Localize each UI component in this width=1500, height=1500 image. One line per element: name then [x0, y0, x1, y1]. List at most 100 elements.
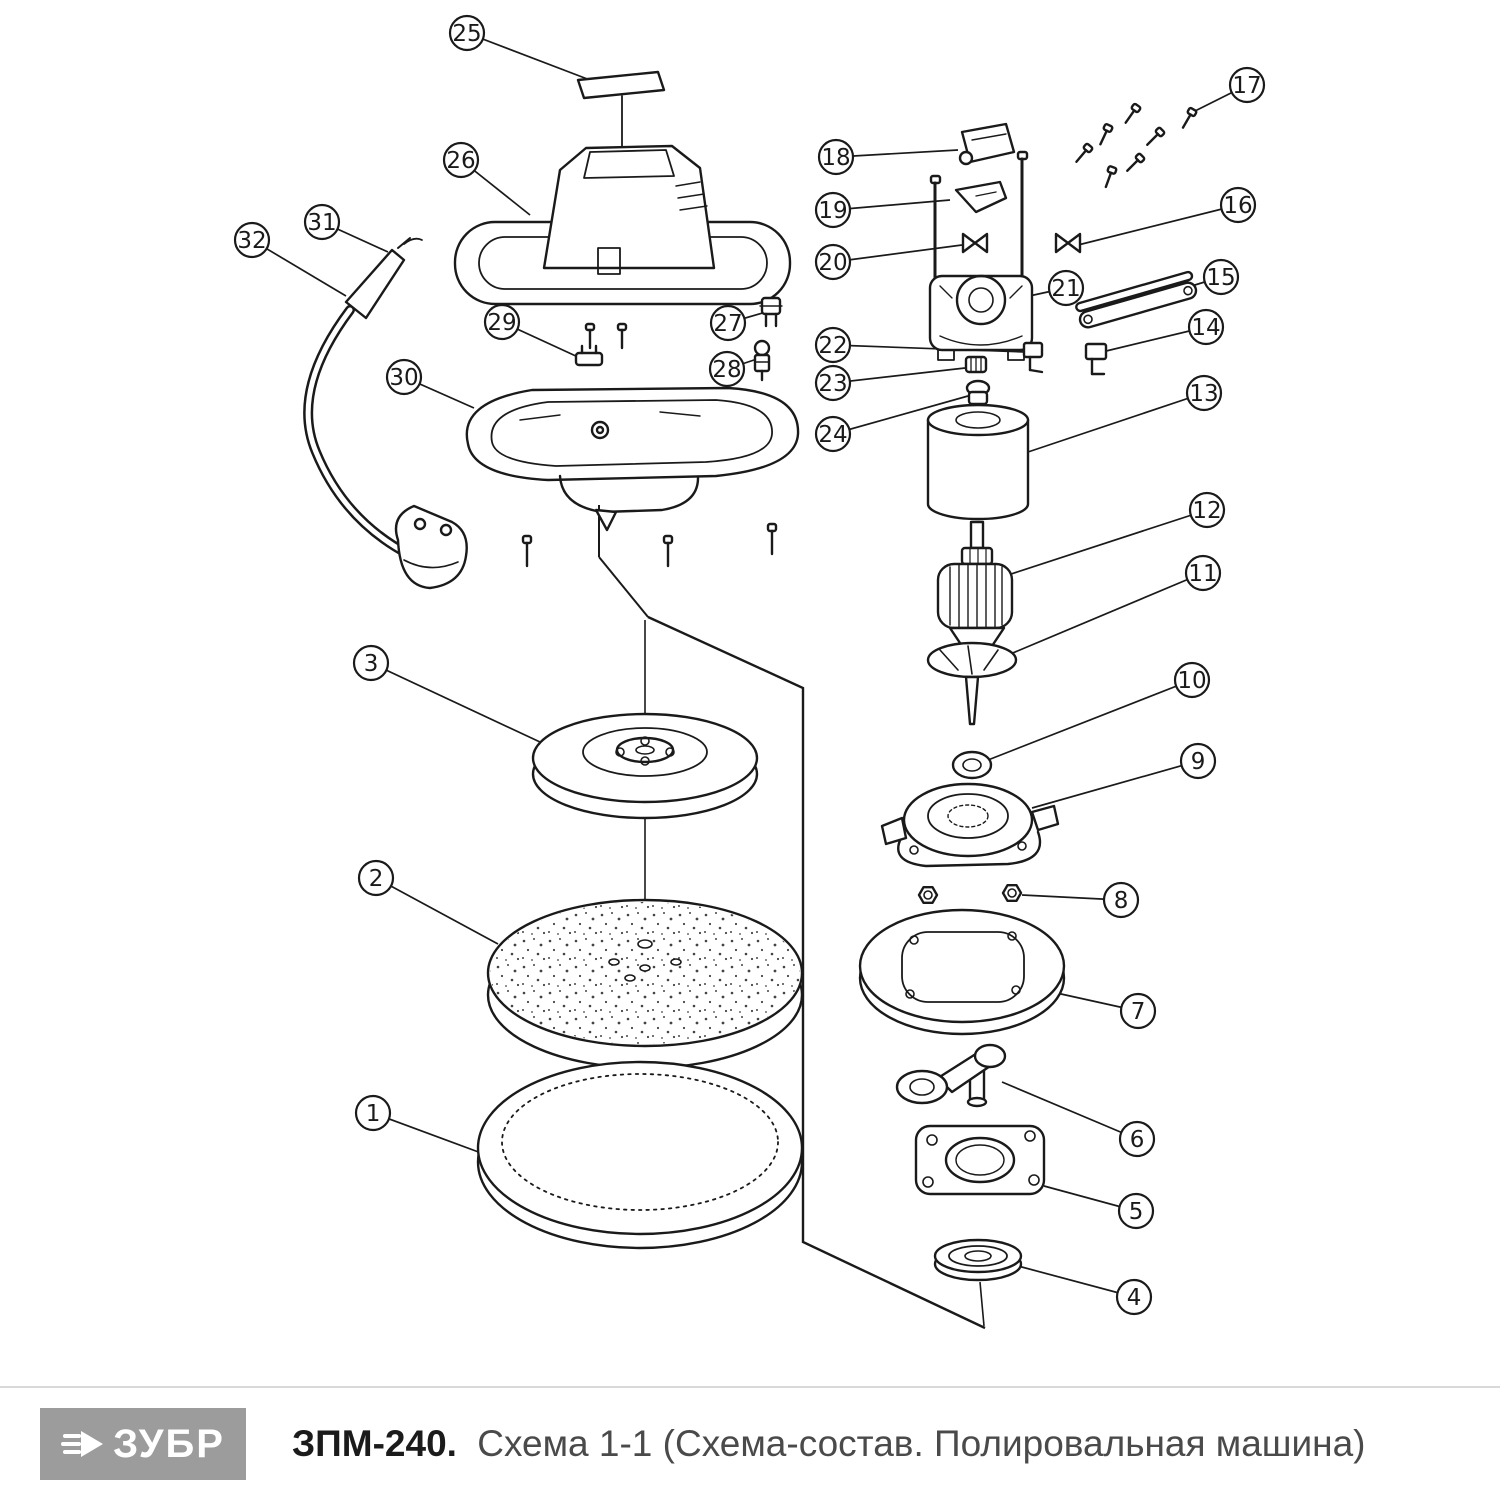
svg-text:29: 29 [487, 310, 516, 336]
svg-text:14: 14 [1191, 315, 1220, 341]
svg-text:28: 28 [712, 357, 741, 383]
callout-17: 17 [1228, 66, 1266, 104]
callout-18: 18 [817, 138, 855, 176]
callout-3: 3 [352, 644, 390, 682]
callout-21: 21 [1047, 269, 1085, 307]
part-lower-bearing [933, 1238, 1023, 1282]
part-clamp-lever [895, 1043, 1007, 1108]
brand-logo: ЗУБР [40, 1408, 246, 1480]
part-fan [926, 641, 1018, 726]
svg-text:27: 27 [713, 311, 742, 337]
callout-9: 9 [1179, 742, 1217, 780]
svg-text:8: 8 [1114, 888, 1129, 914]
callout-15: 15 [1202, 258, 1240, 296]
callout-22: 22 [814, 326, 852, 364]
svg-text:7: 7 [1131, 999, 1146, 1025]
callout-2: 2 [357, 859, 395, 897]
callout-28: 28 [708, 350, 746, 388]
part-latch-clip [574, 344, 604, 367]
part-polishing-pad [486, 898, 804, 1070]
svg-text:16: 16 [1223, 193, 1252, 219]
callouts: 1 2 3 4 5 6 7 8 9 10 11 12 13 14 15 16 1… [233, 14, 1266, 1316]
part-screw-set [1075, 102, 1198, 189]
svg-text:22: 22 [818, 333, 847, 359]
part-armature [936, 520, 1014, 648]
callout-32: 32 [233, 221, 271, 259]
model-number: ЗПМ-240. [292, 1423, 457, 1464]
callout-26: 26 [442, 141, 480, 179]
part-carbon-brush [964, 355, 988, 374]
svg-text:20: 20 [818, 250, 847, 276]
svg-text:5: 5 [1129, 1199, 1144, 1225]
callout-31: 31 [303, 203, 341, 241]
part-housing-screws [521, 522, 778, 568]
callout-25: 25 [448, 14, 486, 52]
svg-text:13: 13 [1189, 381, 1218, 407]
part-brush-holder [1075, 270, 1198, 329]
part-top-cover [453, 144, 792, 306]
part-flange-plate [914, 1124, 1046, 1196]
svg-text:30: 30 [389, 365, 418, 391]
callout-1: 1 [354, 1094, 392, 1132]
callout-24: 24 [814, 415, 852, 453]
svg-text:26: 26 [446, 148, 475, 174]
svg-text:3: 3 [364, 651, 379, 677]
part-motor-housing [926, 403, 1030, 521]
callout-10: 10 [1173, 661, 1211, 699]
callout-30: 30 [385, 358, 423, 396]
callout-7: 7 [1119, 992, 1157, 1030]
callout-27: 27 [709, 304, 747, 342]
svg-text:11: 11 [1188, 561, 1217, 587]
callout-19: 19 [814, 191, 852, 229]
svg-text:10: 10 [1177, 668, 1206, 694]
svg-text:4: 4 [1127, 1285, 1142, 1311]
callout-16: 16 [1219, 186, 1257, 224]
brand-arrow-icon [61, 1431, 104, 1457]
part-power-cord [303, 237, 423, 559]
part-terminal-clip-right [1084, 342, 1108, 376]
svg-text:9: 9 [1191, 749, 1206, 775]
part-stator [928, 274, 1034, 361]
exploded-diagram: 1 2 3 4 5 6 7 8 9 10 11 12 13 14 15 16 1… [233, 14, 1266, 1330]
svg-text:25: 25 [452, 21, 481, 47]
svg-text:1: 1 [366, 1101, 381, 1127]
svg-text:2: 2 [369, 866, 384, 892]
svg-text:21: 21 [1051, 276, 1080, 302]
part-gear-housing [880, 782, 1060, 868]
part-cable-clamp-left [961, 232, 989, 254]
callout-5: 5 [1117, 1192, 1155, 1230]
svg-text:32: 32 [237, 228, 266, 254]
part-contact-terminal [753, 339, 771, 382]
part-polishing-bonnet [476, 1060, 804, 1250]
callout-20: 20 [814, 243, 852, 281]
part-long-screws [929, 150, 1029, 285]
diagram-caption: ЗПМ-240. Схема 1-1 (Схема-состав. Полиро… [292, 1423, 1366, 1465]
part-base-housing [465, 386, 800, 532]
callout-23: 23 [814, 364, 852, 402]
part-terminal-clip-left [1022, 341, 1044, 374]
brand-name: ЗУБР [113, 1421, 225, 1466]
svg-text:15: 15 [1206, 265, 1235, 291]
svg-text:12: 12 [1192, 498, 1221, 524]
svg-text:31: 31 [307, 210, 336, 236]
callout-13: 13 [1185, 374, 1223, 412]
diagram-title: Схема 1-1 (Схема-состав. Полировальная м… [477, 1423, 1366, 1464]
part-bearing-sleeve [965, 379, 991, 406]
svg-text:19: 19 [818, 198, 847, 224]
part-switch-slider [954, 180, 1008, 214]
svg-text:23: 23 [818, 371, 847, 397]
part-switch-button [759, 296, 783, 328]
callout-8: 8 [1102, 881, 1140, 919]
svg-text:6: 6 [1130, 1127, 1145, 1153]
part-cover-screws [584, 322, 628, 350]
svg-text:18: 18 [821, 145, 850, 171]
callout-14: 14 [1187, 308, 1225, 346]
callout-6: 6 [1118, 1120, 1156, 1158]
part-backing-plate [531, 712, 759, 820]
part-power-plug [394, 504, 468, 590]
part-upper-bearing [951, 750, 993, 780]
svg-text:17: 17 [1232, 73, 1261, 99]
part-lock-nuts [917, 884, 1023, 904]
callout-12: 12 [1188, 491, 1226, 529]
